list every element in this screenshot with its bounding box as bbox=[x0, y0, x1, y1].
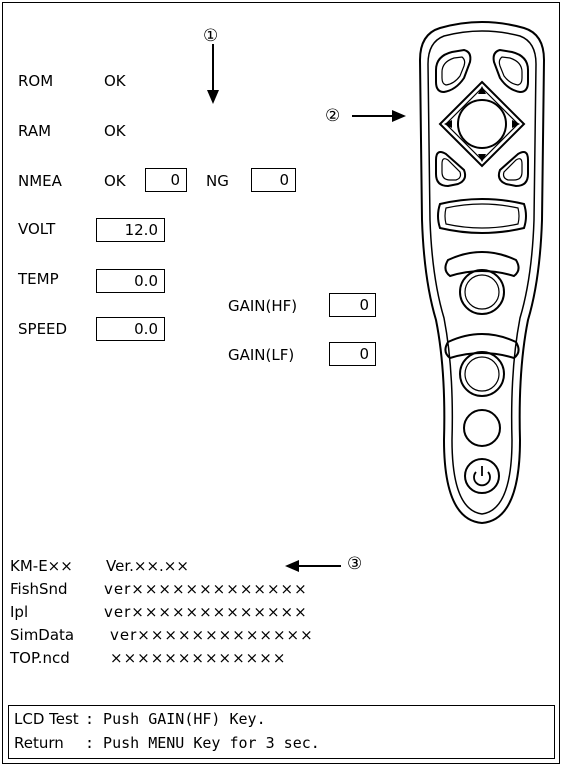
version-row: SimData bbox=[10, 626, 74, 644]
version-row: TOP.ncd bbox=[10, 649, 70, 667]
lcd-test-label: LCD Test bbox=[14, 710, 79, 728]
version-row: FishSnd bbox=[10, 580, 68, 598]
return-label: Return bbox=[14, 734, 64, 752]
callout-1: ① bbox=[203, 26, 218, 46]
version-row-value: ver××××××××××××× bbox=[104, 603, 308, 621]
nmea-ok-count: 0 bbox=[145, 168, 187, 192]
version-row-name: Ipl bbox=[10, 603, 28, 621]
rom-label: ROM bbox=[18, 72, 53, 90]
ram-status: OK bbox=[104, 122, 126, 140]
nmea-ng-count: 0 bbox=[251, 168, 296, 192]
remote-key-mid-left bbox=[436, 152, 465, 186]
version-row-value: ver××××××××××××× bbox=[104, 580, 308, 598]
remote-key-top-right bbox=[494, 50, 528, 92]
ram-label: RAM bbox=[18, 122, 51, 140]
remote-key-wide bbox=[438, 199, 526, 233]
speed-value: 0.0 bbox=[96, 317, 165, 341]
arrow-right-icon bbox=[352, 108, 408, 124]
nmea-ok-label: OK bbox=[104, 172, 126, 190]
version-row-name: TOP.ncd bbox=[10, 649, 70, 667]
footer-help-box: LCD Test : Push GAIN(HF) Key. Return : P… bbox=[8, 705, 555, 759]
nmea-ng-label: NG bbox=[206, 172, 229, 190]
remote-key-gain-lf bbox=[445, 334, 518, 396]
version-row-name: FishSnd bbox=[10, 580, 68, 598]
gain-lf-value: 0 bbox=[329, 342, 376, 366]
return-instruction: : Push MENU Key for 3 sec. bbox=[85, 734, 320, 752]
version-row-value: ××××××××××××× bbox=[110, 649, 286, 667]
version-row-name: SimData bbox=[10, 626, 74, 644]
speed-label: SPEED bbox=[18, 320, 67, 338]
temp-label: TEMP bbox=[18, 270, 59, 288]
nmea-label: NMEA bbox=[18, 172, 62, 190]
gain-hf-value: 0 bbox=[329, 293, 376, 317]
remote-key-round bbox=[464, 410, 500, 446]
volt-label: VOLT bbox=[18, 220, 55, 238]
version-row-value: ver××××××××××××× bbox=[110, 626, 314, 644]
rom-status: OK bbox=[104, 72, 126, 90]
model-version: Ver.××.×× bbox=[106, 557, 189, 575]
model-name: KM-E×× bbox=[10, 557, 73, 575]
remote-key-mid-right bbox=[499, 152, 528, 186]
callout-3: ③ bbox=[347, 554, 362, 574]
gain-hf-label: GAIN(HF) bbox=[228, 297, 297, 315]
lcd-test-instruction: : Push GAIN(HF) Key. bbox=[85, 710, 266, 728]
volt-value: 12.0 bbox=[96, 218, 165, 242]
version-row: Ipl bbox=[10, 603, 28, 621]
remote-key-top-left bbox=[436, 50, 470, 92]
arrow-left-icon bbox=[285, 558, 341, 574]
gain-lf-label: GAIN(LF) bbox=[228, 346, 294, 364]
arrow-down-icon bbox=[205, 44, 221, 106]
temp-value: 0.0 bbox=[96, 269, 165, 293]
remote-cursor-pad bbox=[440, 82, 524, 166]
remote-controller bbox=[412, 20, 552, 530]
power-icon bbox=[465, 459, 499, 493]
callout-2: ② bbox=[325, 106, 340, 126]
remote-key-gain-hf bbox=[445, 252, 518, 314]
